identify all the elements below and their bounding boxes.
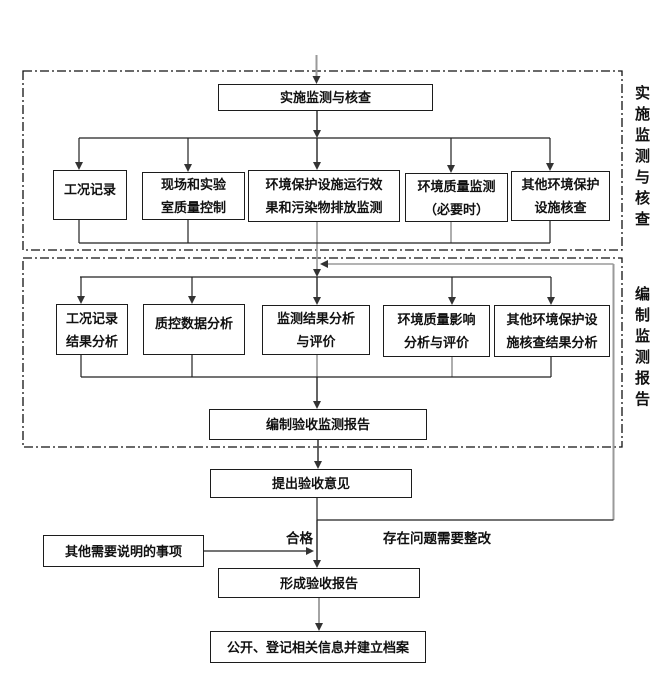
arrow-feedback-join	[320, 260, 328, 268]
row2-box-qc-data-analysis: 质控数据分析	[143, 304, 245, 355]
row2-box-env-impact-analysis: 环境质量影响 分析与评价	[383, 305, 490, 357]
acceptance-opinion-box: 提出验收意见	[210, 469, 412, 498]
row1-box-quality-control: 现场和实验 室质量控制	[142, 172, 245, 220]
row2-box-other-check-analysis: 其他环境保护设 施核查结果分析	[494, 305, 610, 357]
pass-label: 合格	[286, 531, 313, 546]
arrow-into-archive	[315, 623, 323, 631]
row1-box-facility-emission-monitoring: 环境保护设施运行效 果和污染物排放监测	[248, 170, 400, 222]
row2-box-record-analysis: 工况记录 结果分析	[56, 304, 128, 355]
publish-archive-box: 公开、登记相关信息并建立档案	[210, 631, 426, 663]
row1-box-env-quality-monitoring: 环境质量监测 （必要时）	[405, 173, 508, 222]
arrow-notes-into-flow	[306, 547, 314, 555]
arrow-pass-into-report	[313, 560, 321, 568]
arrow-entry-to-branch	[313, 130, 321, 138]
implement-section-frame	[22, 70, 623, 251]
row1-box-other-facility-check: 其他环境保护 设施核查	[511, 171, 610, 221]
arrow-into-compile	[313, 401, 321, 409]
form-acceptance-report-box: 形成验收报告	[218, 568, 420, 598]
arrow-into-branch2	[313, 269, 321, 277]
side-label-implement: 实施监测与核查	[633, 85, 649, 232]
side-label-report: 编制监测报告	[633, 286, 649, 412]
row1-box-operating-record: 工况记录	[53, 170, 127, 220]
compile-monitoring-report-box: 编制验收监测报告	[209, 409, 427, 440]
report-section-frame	[22, 257, 623, 448]
entry-box: 实施监测与核查	[218, 84, 433, 111]
arrow-into-entry	[312, 76, 321, 84]
rework-label: 存在问题需要整改	[383, 531, 491, 546]
other-notes-box: 其他需要说明的事项	[43, 535, 204, 567]
row2-box-result-analysis: 监测结果分析 与评价	[262, 305, 370, 355]
arrow-into-opinion	[314, 461, 322, 469]
